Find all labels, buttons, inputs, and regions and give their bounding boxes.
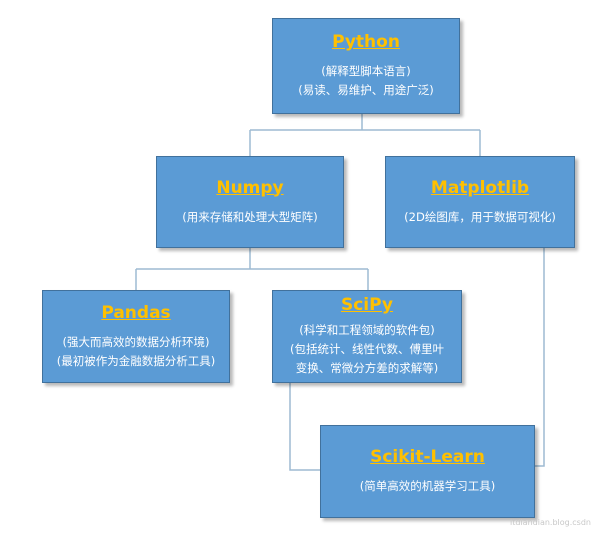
- node-scikit-learn: Scikit-Learn (简单高效的机器学习工具): [320, 425, 535, 518]
- connector-scipy-sklearn: [289, 383, 320, 471]
- node-python-line-2: (易读、易维护、用途广泛): [298, 83, 434, 97]
- node-scipy-title: SciPy: [340, 295, 393, 315]
- node-scipy-line-3: 变换、常微分方差的求解等): [295, 361, 439, 375]
- node-matplotlib-line-1: (2D绘图库，用于数据可视化): [404, 209, 556, 224]
- node-scikit-learn-line-1: (简单高效的机器学习工具): [359, 479, 496, 493]
- node-numpy-title: Numpy: [216, 177, 284, 198]
- node-python-line-1: (解释型脚本语言): [321, 64, 411, 78]
- node-python-title: Python: [332, 32, 400, 52]
- node-scipy-line-1: (科学和工程领域的软件包): [299, 323, 435, 337]
- node-matplotlib: Matplotlib (2D绘图库，用于数据可视化): [385, 156, 575, 248]
- watermark: itdiandian.blog.csdn: [510, 518, 591, 527]
- node-scikit-learn-title: Scikit-Learn: [370, 447, 485, 467]
- node-pandas-title: Pandas: [101, 302, 171, 323]
- node-pandas-line-2: (最初被作为金融数据分析工具): [56, 353, 216, 368]
- node-matplotlib-title: Matplotlib: [430, 177, 530, 198]
- node-scipy: SciPy (科学和工程领域的软件包) (包括统计、线性代数、傅里叶 变换、常微…: [272, 290, 462, 383]
- connector-matplotlib-sklearn: [535, 248, 545, 467]
- node-scipy-line-2: (包括统计、线性代数、傅里叶: [290, 342, 444, 356]
- node-python: Python (解释型脚本语言) (易读、易维护、用途广泛): [272, 18, 460, 114]
- node-pandas: Pandas (强大而高效的数据分析环境) (最初被作为金融数据分析工具): [42, 290, 230, 383]
- node-numpy-line-1: (用来存储和处理大型矩阵): [182, 209, 318, 224]
- node-numpy: Numpy (用来存储和处理大型矩阵): [156, 156, 344, 248]
- node-pandas-line-1: (强大而高效的数据分析环境): [62, 334, 210, 349]
